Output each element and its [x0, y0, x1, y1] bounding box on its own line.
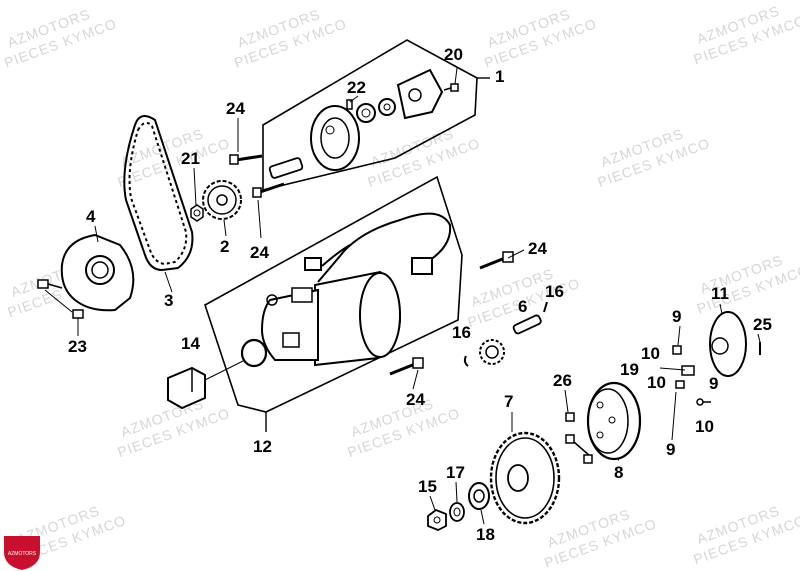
washer: [449, 502, 465, 522]
part-labels: 1 2 3 4 6 7 8 9 9 9 10 10 10 11 12 14 15…: [68, 45, 772, 544]
part-label-16a: 16: [545, 282, 564, 301]
part-label-1: 1: [495, 67, 504, 86]
part-label-15: 15: [418, 477, 437, 496]
starter-motor: [260, 270, 402, 367]
flywheel-bolt: [565, 412, 593, 464]
logo-text: AZMOTORS: [8, 551, 37, 557]
bolt: [229, 154, 263, 165]
part-label-9c: 9: [666, 440, 675, 459]
bolt: [479, 251, 514, 270]
oil-pump-body: [310, 105, 360, 171]
part-label-24d: 24: [406, 390, 425, 409]
o-ring: [240, 338, 268, 368]
part-label-26: 26: [553, 371, 572, 390]
screw: [37, 279, 84, 319]
bolt: [252, 182, 285, 198]
part-label-25: 25: [753, 315, 772, 334]
idle-gear: [479, 339, 505, 365]
part-label-10c: 10: [695, 417, 714, 436]
pin: [543, 301, 548, 313]
dowel-pin: [346, 99, 353, 110]
part-label-2: 2: [220, 237, 229, 256]
bearing: [468, 482, 490, 510]
leader-line: [204, 359, 246, 381]
group-outline-starter-motor: [204, 175, 463, 413]
part-label-14: 14: [181, 334, 200, 353]
part-label-3: 3: [164, 291, 173, 310]
hex-nut: [427, 508, 447, 531]
stator-plate: [709, 311, 747, 377]
part-label-7: 7: [504, 392, 513, 411]
starter-clutch-gear: [167, 366, 206, 410]
part-label-12: 12: [253, 437, 272, 456]
part-label-10b: 10: [647, 373, 666, 392]
flywheel: [586, 381, 642, 461]
part-label-24b: 24: [250, 243, 269, 262]
cam-chain: [123, 115, 194, 272]
part-label-11: 11: [711, 284, 729, 303]
pump-cover: [396, 68, 444, 120]
part-label-9b: 9: [709, 374, 718, 393]
part-label-24c: 24: [528, 239, 547, 258]
starter-driven-gear: [489, 431, 561, 525]
part-label-24a: 24: [226, 99, 245, 118]
label-leaders: [44, 67, 761, 525]
sprocket-cover: [60, 233, 135, 312]
part-label-22: 22: [347, 78, 366, 97]
part-label-23: 23: [68, 337, 87, 356]
part-label-8: 8: [614, 463, 623, 482]
part-label-19: 19: [620, 360, 639, 379]
part-label-20: 20: [444, 45, 463, 64]
sprocket: [202, 180, 242, 220]
pump-screw: [443, 83, 459, 92]
part-label-6: 6: [518, 297, 527, 316]
starter-wire: [304, 212, 452, 283]
part-label-18: 18: [476, 525, 495, 544]
idle-shaft: [512, 314, 542, 335]
pulser-parts: [672, 345, 711, 406]
oil-pump-shaft: [268, 157, 304, 179]
nut: [190, 204, 204, 222]
bolt: [389, 357, 424, 376]
azmotors-logo: AZMOTORS: [4, 536, 40, 570]
part-label-21: 21: [181, 149, 200, 168]
part-label-17: 17: [446, 463, 465, 482]
part-label-10a: 10: [641, 344, 660, 363]
pin: [463, 355, 469, 367]
part-label-9a: 9: [672, 307, 681, 326]
part-label-16b: 16: [452, 323, 471, 342]
part-label-4: 4: [86, 207, 96, 226]
pump-rotor: [356, 98, 396, 123]
